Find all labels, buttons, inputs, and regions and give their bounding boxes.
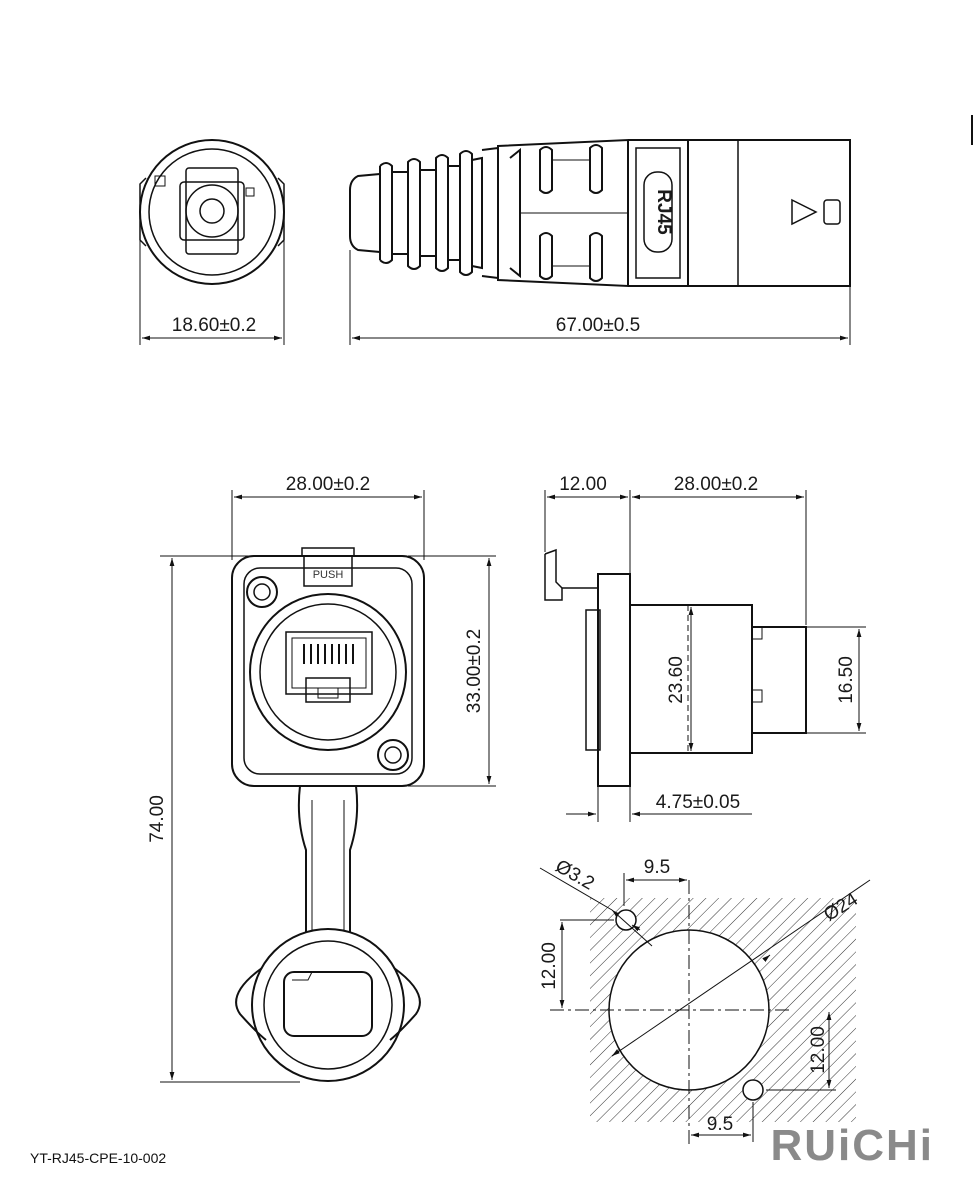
- side-depth-label: 28.00±0.2: [674, 474, 758, 495]
- plug-width-dimension: [139, 240, 285, 345]
- overall-height-label: 74.00: [147, 795, 168, 843]
- front-width-label: 28.00±0.2: [286, 474, 370, 495]
- part-number: YT-RJ45-CPE-10-002: [30, 1150, 167, 1166]
- plug-side-view: [349, 138, 851, 288]
- panel-cutout-dimensions: [539, 867, 871, 1145]
- receptacle-side-dimensions: [544, 490, 866, 822]
- flange-offset-label: 12.00: [559, 474, 607, 495]
- receptacle-side-view: [544, 548, 807, 787]
- rj45-contacts: [303, 644, 354, 664]
- plug-width-label: 18.60±0.2: [172, 315, 256, 336]
- flange-thickness-label: 4.75±0.05: [656, 792, 740, 813]
- plug-length-label: 67.00±0.5: [556, 315, 640, 336]
- brand-logo: RUiCHi: [770, 1121, 934, 1170]
- plug-rj45-marking: RJ45: [653, 189, 674, 235]
- plug-length-dimension: [349, 250, 851, 345]
- receptacle-front-view: [231, 547, 425, 1082]
- hole-offset-y-left-label: 12.00: [539, 942, 560, 990]
- hole-offset-y-right-label: 12.00: [808, 1026, 829, 1074]
- body-height-label: 23.60: [666, 656, 687, 704]
- hole-offset-x-top-label: 9.5: [644, 857, 670, 878]
- hole-offset-x-bottom-label: 9.5: [707, 1114, 733, 1135]
- receptacle-front-dimensions: [160, 490, 496, 1083]
- push-label: PUSH: [313, 569, 344, 581]
- plug-front-view: [139, 139, 285, 285]
- rear-height-label: 16.50: [836, 656, 857, 704]
- front-height-label: 33.00±0.2: [464, 629, 485, 713]
